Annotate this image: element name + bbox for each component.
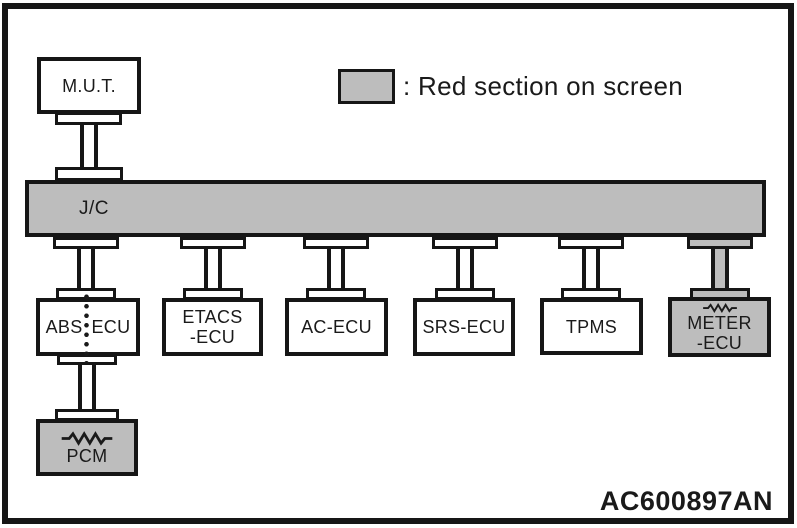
srs-connector-column bbox=[456, 243, 474, 293]
ecu-box-meter: METER -ECU bbox=[668, 297, 771, 357]
mut-connector-column bbox=[80, 115, 98, 175]
mut-tester-box: M.U.T. bbox=[37, 57, 141, 114]
legend-label: : Red section on screen bbox=[403, 70, 684, 101]
ecu-box-etacs: ETACS -ECU bbox=[162, 298, 263, 356]
ecu-box-srs: SRS-ECU bbox=[413, 298, 515, 356]
diagram-border bbox=[2, 3, 794, 524]
ac-connector-stub-top bbox=[303, 237, 369, 249]
etacs-label-line2: -ECU bbox=[189, 327, 236, 347]
tpms-connector-stub-top bbox=[558, 237, 624, 249]
ac-label: AC-ECU bbox=[301, 317, 372, 337]
figure-code: AC600897AN bbox=[599, 486, 773, 516]
mut-connector-stub-bottom bbox=[55, 167, 123, 181]
abs-connector-stub-top bbox=[53, 237, 119, 249]
etacs-connector-stub-top bbox=[180, 237, 246, 249]
pcm-box: PCM bbox=[36, 419, 138, 476]
srs-connector-stub-top bbox=[432, 237, 498, 249]
tpms-connector-column bbox=[582, 243, 600, 293]
ecu-box-ac: AC-ECU bbox=[285, 298, 388, 356]
meter-label-line2: -ECU bbox=[696, 333, 743, 353]
meter-label-line1: METER bbox=[687, 313, 752, 333]
abs-dotted-divider bbox=[84, 292, 89, 363]
meter-connector-stub-top bbox=[687, 237, 753, 249]
ac-connector-column bbox=[327, 243, 345, 293]
pcm-label: PCM bbox=[66, 446, 108, 466]
abs-label-left: ABS bbox=[45, 317, 83, 337]
pcm-connector-column bbox=[78, 358, 96, 414]
mut-tester-label: M.U.T. bbox=[62, 75, 116, 96]
jc-bus-bar: J/C bbox=[25, 180, 766, 237]
abs-label-right: ECU bbox=[91, 317, 131, 337]
resistor-icon bbox=[702, 303, 737, 313]
abs-connector-column bbox=[77, 243, 95, 293]
meter-connector-column bbox=[711, 243, 729, 293]
etacs-label-line1: ETACS bbox=[182, 307, 243, 327]
srs-label: SRS-ECU bbox=[422, 317, 506, 337]
tpms-label: TPMS bbox=[565, 316, 618, 337]
legend-highlight-swatch bbox=[338, 69, 395, 104]
etacs-connector-column bbox=[204, 243, 222, 293]
resistor-icon bbox=[61, 431, 113, 446]
jc-bus-label: J/C bbox=[79, 197, 109, 219]
ecu-box-tpms: TPMS bbox=[540, 298, 643, 355]
